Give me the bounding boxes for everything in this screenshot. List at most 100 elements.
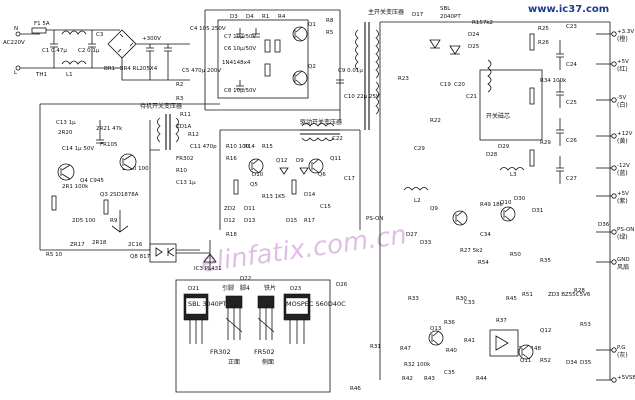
l1-label: L1 bbox=[66, 72, 73, 78]
output-voltage-label: GND bbox=[617, 257, 630, 263]
2r1-label: FR105 bbox=[100, 142, 118, 148]
d10-label: D9 bbox=[296, 158, 304, 164]
d23-callout-label: D23 bbox=[290, 286, 302, 292]
r25-label: R25 bbox=[538, 26, 549, 32]
q4-label: 2R1 100k bbox=[62, 184, 89, 190]
r47-label: R47 bbox=[400, 346, 411, 352]
r36-label: R36 bbox=[444, 320, 455, 326]
r13-label: Q5 bbox=[250, 182, 258, 188]
fr302-label: FR302 bbox=[176, 156, 193, 162]
diodes-label: 1N4148x4 bbox=[222, 60, 251, 66]
q3-label: 2R10 100 bbox=[122, 166, 149, 172]
r10-label: R9 bbox=[110, 218, 118, 224]
d34-label: D34 bbox=[566, 360, 578, 366]
d31-label: D31 bbox=[532, 208, 543, 214]
r15-label: R14 bbox=[244, 144, 255, 150]
r30-label: R30 bbox=[456, 296, 467, 302]
r46-label: R46 bbox=[350, 386, 361, 392]
pin-label-1: 引脚 bbox=[222, 284, 234, 292]
front-view-label: 正面 bbox=[228, 359, 240, 366]
zr17-label: ZR17 bbox=[70, 242, 85, 248]
r52-label: R52 bbox=[540, 358, 551, 364]
c33-label: C33 bbox=[464, 300, 475, 306]
c26-label: C26 bbox=[566, 138, 577, 144]
c2-label: C2 0.1μ bbox=[78, 48, 100, 54]
standby-section: C13 1μ 2R20 2R21 47k C14 1μ 50V FR105 2R… bbox=[39, 103, 220, 251]
c3-label: C3 bbox=[96, 32, 104, 38]
c23-label: C23 bbox=[566, 24, 577, 30]
r44-label: R44 bbox=[476, 376, 487, 382]
d24-label: D24 bbox=[468, 32, 480, 38]
r5-label: R5 bbox=[326, 30, 334, 36]
output-wire-color-label: (蓝) bbox=[617, 169, 628, 177]
bridge-label: BR1~BR4 RL205X4 bbox=[104, 66, 158, 72]
th1-label: TH1 bbox=[35, 72, 47, 78]
r8-label: R8 bbox=[326, 18, 334, 24]
ps-on-label: PS-ON bbox=[366, 216, 383, 222]
c13-label: C13 1μ bbox=[176, 180, 196, 186]
2r18-label: 2R18 bbox=[92, 240, 107, 246]
r1-label: R1 bbox=[262, 14, 269, 20]
zd2-label: R13 1K5 bbox=[262, 194, 286, 200]
2c16-label: 2C16 bbox=[128, 242, 143, 248]
d27-label: D27 bbox=[406, 232, 418, 238]
output-voltage-label: -12V bbox=[617, 163, 630, 169]
output-terminal bbox=[611, 31, 617, 37]
c21-label: C21 bbox=[466, 94, 477, 100]
r157k2-label: R157k2 bbox=[472, 20, 493, 26]
d26-label: D26 bbox=[336, 282, 348, 288]
l2-label: L2 bbox=[414, 198, 421, 204]
c16-label: R18 bbox=[226, 232, 237, 238]
r18-label: R17 bbox=[304, 218, 315, 224]
feedback-section: 2R18 R5 10 ZR17 2C16 IC3 PL431 Q8 817 bbox=[46, 240, 222, 272]
pin-label-2: 脚4 bbox=[240, 284, 250, 292]
d30-label: D30 bbox=[514, 196, 526, 202]
output-voltage-label: +12V bbox=[617, 131, 633, 137]
d22-part-label-b: FR502 bbox=[254, 348, 275, 356]
d21-part-label: SBL 3040PT bbox=[188, 300, 227, 308]
output-wire-color-label: (红) bbox=[617, 65, 628, 73]
sbl-label: SBL bbox=[440, 6, 451, 12]
r3-label: R3 bbox=[176, 96, 184, 102]
d28-label: D28 bbox=[486, 152, 498, 158]
r10b-label: R10 bbox=[176, 168, 187, 174]
r51-label: R51 bbox=[522, 292, 533, 298]
output-terminal bbox=[611, 377, 617, 383]
component-callout: D21 D22 D23 SBL 3040PT MOSPEC S60D40C 引脚… bbox=[175, 276, 346, 393]
l3-label: L3 bbox=[510, 172, 517, 178]
main-transformer-label: 主开关变压器 bbox=[368, 8, 404, 16]
mag-amp-label: 开关磁芯 bbox=[486, 112, 510, 120]
r37-label: R37 bbox=[496, 318, 507, 324]
output-wire-color-label: (白) bbox=[617, 101, 628, 109]
output-wire-color-label: (黄) bbox=[617, 137, 628, 145]
d15-label: C17 bbox=[344, 176, 355, 182]
d9-label: Q12 bbox=[276, 158, 287, 164]
primary-top-section: C4 105 250V C5 470μ 200V R2 R3 D3 D4 R1 … bbox=[176, 9, 380, 120]
r29-label: R29 bbox=[540, 140, 551, 146]
2d5-label: Q3 2SD1878A bbox=[100, 192, 139, 198]
q5-label: Q6 bbox=[318, 172, 326, 178]
c22-label: D14 bbox=[304, 192, 316, 198]
d3-label: D3 bbox=[230, 14, 238, 20]
site-label: www.ic37.com bbox=[528, 4, 609, 15]
r22-label: R22 bbox=[430, 118, 441, 124]
driver-transformer-label: 驱动开关变压器 bbox=[300, 118, 342, 126]
output-terminal bbox=[611, 165, 617, 171]
r41-label: R41 bbox=[464, 338, 475, 344]
r28-label: R28 bbox=[574, 288, 585, 294]
q12r-label: Q12 bbox=[540, 328, 551, 334]
300v-label: +300V bbox=[142, 36, 161, 42]
ac-input-label: AC220V bbox=[3, 40, 25, 46]
r54-label: R54 bbox=[478, 260, 489, 266]
fuse-label: F1 5A bbox=[34, 21, 50, 27]
r26-label: R26 bbox=[538, 40, 549, 46]
q8-label: Q8 817 bbox=[130, 254, 151, 260]
c29-label: C29 bbox=[414, 146, 425, 152]
c4-label: C4 105 250V bbox=[190, 26, 226, 32]
d11-label: ZD2 bbox=[224, 206, 236, 212]
r53-label: R53 bbox=[580, 322, 591, 328]
output-terminal bbox=[611, 229, 617, 235]
r32-label: R32 100k bbox=[404, 362, 431, 368]
q1-label: Q1 bbox=[308, 22, 316, 28]
zd1a-label: ZD1A bbox=[176, 124, 192, 130]
